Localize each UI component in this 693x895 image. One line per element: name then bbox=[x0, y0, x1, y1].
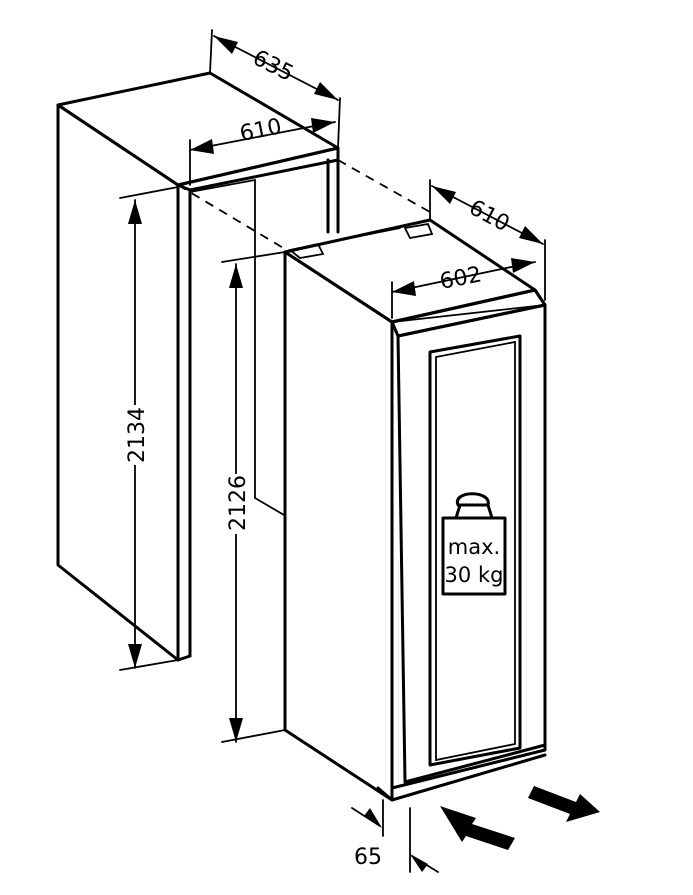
arrowhead bbox=[128, 644, 142, 668]
weight-icon: max. 30 kg bbox=[441, 492, 507, 596]
arrowhead bbox=[410, 854, 428, 872]
label-background bbox=[120, 405, 150, 465]
weight-label-line2: 30 kg bbox=[445, 563, 504, 587]
door-glass-inner bbox=[435, 340, 516, 762]
cabinet-side-face bbox=[283, 250, 394, 802]
arrowhead bbox=[511, 258, 535, 273]
dimension-label-2134: 2134 bbox=[125, 407, 150, 463]
air-outlet-arrow-icon bbox=[528, 786, 600, 822]
arrowhead bbox=[229, 264, 243, 288]
alignment-lines bbox=[177, 159, 431, 253]
door-glass-outer bbox=[428, 334, 522, 767]
niche-top-front-edge bbox=[176, 146, 340, 192]
arrowhead bbox=[229, 718, 243, 742]
extension-line bbox=[221, 251, 286, 263]
dimension-plinth-offset: 65 bbox=[351, 799, 439, 873]
dimension-niche-height: 2134 bbox=[119, 186, 179, 671]
arrowhead bbox=[190, 139, 214, 154]
arrowhead bbox=[311, 118, 335, 133]
weight-icon-body bbox=[441, 516, 507, 596]
extension-line bbox=[221, 729, 286, 743]
dimension-label-65: 65 bbox=[354, 845, 382, 870]
dimension-line bbox=[189, 121, 336, 151]
top-bracket-line bbox=[329, 227, 401, 243]
door-top-edge bbox=[391, 304, 546, 323]
top-hinge-right bbox=[403, 222, 434, 240]
alignment-line-left bbox=[177, 184, 291, 253]
alignment-line-right bbox=[337, 159, 431, 213]
arrowhead bbox=[314, 82, 338, 100]
arrowhead bbox=[214, 36, 238, 54]
appliance-cabinet bbox=[283, 218, 547, 802]
dimension-label-635: 635 bbox=[249, 46, 298, 87]
label-background bbox=[221, 474, 251, 534]
weight-label-line1: max. bbox=[448, 535, 500, 559]
arrowhead bbox=[364, 808, 382, 828]
dimension-label-610-appliance: 610 bbox=[465, 195, 514, 237]
extension-line bbox=[337, 97, 341, 149]
niche-left-side-face bbox=[56, 103, 180, 662]
dimension-label-602: 602 bbox=[438, 262, 484, 295]
arrowhead bbox=[432, 186, 456, 204]
dimension-label-610-niche: 610 bbox=[238, 114, 284, 147]
weight-icon-handle bbox=[456, 492, 490, 507]
top-hinge-left bbox=[287, 242, 325, 259]
dimension-appliance-height: 2126 bbox=[221, 251, 286, 743]
dimension-line bbox=[391, 261, 536, 293]
arrowhead bbox=[392, 281, 416, 296]
cabinet-plinth bbox=[376, 753, 547, 802]
dimension-label-2126: 2126 bbox=[226, 475, 251, 531]
extension-line bbox=[119, 186, 179, 199]
airflow-arrows bbox=[440, 786, 600, 850]
cabinet-top-face bbox=[283, 218, 537, 324]
niche-back-wall-line bbox=[189, 178, 285, 516]
arrowhead bbox=[128, 200, 142, 224]
weight-icon-neck bbox=[454, 503, 494, 520]
door-frame bbox=[396, 303, 547, 784]
arrowhead bbox=[519, 226, 543, 244]
extension-line bbox=[209, 29, 213, 74]
air-intake-arrow-icon bbox=[440, 806, 515, 850]
niche-bottom-edge bbox=[176, 654, 192, 662]
installation-niche bbox=[56, 71, 340, 662]
extension-line bbox=[119, 659, 179, 671]
